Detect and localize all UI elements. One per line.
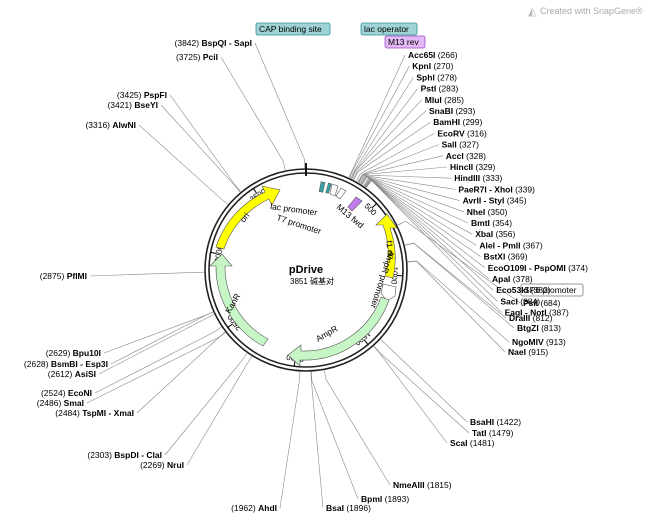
box-cap-binding-site: CAP binding site (259, 24, 322, 34)
enzyme-site: XbaI (356) (475, 229, 515, 239)
enzyme-site: (2612) AsiSI (48, 369, 96, 379)
enzyme-site: HincII (329) (450, 162, 496, 172)
enzyme-site: TatI (1479) (472, 428, 514, 438)
enzyme-site: DraIII (812) (509, 313, 553, 323)
enzyme-site: Eco53kI (382) (496, 285, 551, 295)
enzyme-site: (2303) BspDI - ClaI (87, 450, 162, 460)
enzyme-site: MluI (285) (425, 95, 464, 105)
enzyme-site: (2524) EcoNI (41, 388, 92, 398)
feature-ampr-promoter (380, 283, 397, 302)
tick-mark (210, 251, 217, 254)
enzyme-site: (2269) NruI (140, 460, 184, 470)
enzyme-site: (3421) BseYI (107, 100, 158, 110)
plasmid-size-unit: 碱基对 (310, 276, 334, 286)
plasmid-title: pDrive 3851 碱基对 (289, 264, 334, 286)
enzyme-site: (3725) PciI (176, 52, 218, 62)
enzyme-site: (2875) PflMI (40, 271, 87, 281)
tick-mark (371, 203, 377, 209)
enzyme-site: (2628) BsmBI - Esp3I (24, 359, 108, 369)
leader-lines (86, 42, 521, 509)
enzyme-site: AleI - PmlI (367) (479, 240, 542, 250)
enzyme-site: EagI - NotI (387) (505, 308, 569, 318)
feature-lac-operator-marker (325, 182, 332, 194)
feature-m13-fwd (347, 196, 363, 212)
enzyme-site: SacI (384) (500, 296, 540, 306)
feature-label-f1-ori: f1 ori (384, 240, 397, 260)
enzyme-site: NmeAIII (1815) (393, 480, 452, 490)
annotation-boxes: CAP binding site lac operator M13 rev SP… (255, 22, 584, 297)
box-m13-rev: M13 rev (388, 37, 419, 47)
enzyme-site: Acc65I (266) (408, 50, 458, 60)
features: ori f1 ori AmpR promoter AmpR KanR lac p… (209, 181, 398, 367)
box-lac-operator: lac operator (364, 24, 409, 34)
credit-text: Created with SnapGene® (540, 6, 643, 16)
enzyme-site: HindIII (333) (454, 173, 502, 183)
enzyme-site: BamHI (299) (433, 117, 482, 127)
snapgene-logo-icon: ◭ (528, 6, 537, 18)
enzyme-site: BpmI (1893) (361, 494, 409, 504)
tick-mark (363, 339, 369, 345)
enzyme-site: BmtI (354) (471, 218, 512, 228)
enzyme-site: (3316) AlwNI (85, 120, 136, 130)
plasmid-name: pDrive (289, 264, 323, 276)
enzyme-site: (2484) TspMI - XmaI (55, 408, 134, 418)
snapgene-credit: ◭ Created with SnapGene® (528, 6, 643, 18)
feature-cap-site-marker (318, 181, 326, 193)
enzyme-site: SalI (327) (442, 140, 479, 150)
enzyme-site: AccI (328) (446, 151, 486, 161)
enzyme-site: BsaI (1896) (326, 503, 371, 513)
box-sp6-promoter: SP6 promoter (524, 285, 577, 295)
enzyme-site: SnaBI (293) (429, 106, 475, 116)
tick-mark (253, 188, 258, 194)
feature-f1-ori (375, 213, 398, 279)
enzyme-site: (2629) Bpu10I (46, 348, 101, 358)
enzyme-site: (2486) SmaI (37, 398, 84, 408)
tick-mark (227, 323, 233, 328)
backbone (204, 163, 408, 372)
feature-kanr (209, 253, 269, 347)
tick-label: 1000 (389, 266, 399, 285)
enzyme-site: EcoO109I - PspOMI (374) (488, 263, 588, 273)
enzyme-site: NgoMIV (913) (512, 337, 566, 347)
feature-t7-promoter (335, 187, 347, 200)
feature-lac-promoter (329, 183, 339, 197)
enzyme-site: ScaI (1481) (450, 438, 495, 448)
enzyme-site: (3425) PspFI (117, 90, 167, 100)
enzyme-site: PstI (283) (421, 84, 459, 94)
enzyme-site: KpnI (270) (412, 61, 453, 71)
enzyme-site: NheI (350) (467, 207, 508, 217)
enzyme-site: NaeI (915) (508, 347, 548, 357)
enzyme-site: PaeR7I - XhoI (339) (458, 184, 535, 194)
enzyme-labels: Acc65I (266)KpnI (270)SphI (278) PstI (28… (24, 38, 588, 513)
enzyme-site: BsaHI (1422) (470, 417, 521, 427)
enzyme-site: PsiI (684) (523, 298, 560, 308)
enzyme-site: AvrII - StyI (345) (463, 196, 527, 206)
feature-ampr (287, 296, 390, 367)
enzyme-site: EcoRV (316) (437, 128, 487, 138)
enzyme-site: SphI (278) (416, 72, 457, 82)
enzyme-site: BstXI (369) (484, 252, 528, 262)
enzyme-site: ApaI (378) (492, 274, 533, 284)
feature-label-ampr: AmpR (314, 323, 339, 343)
enzyme-site: BtgZI (813) (517, 323, 561, 333)
plasmid-size: 3851 (290, 277, 308, 286)
enzyme-site: (1962) AhdI (231, 503, 277, 513)
enzyme-site: (3842) BspQI - SapI (175, 38, 252, 48)
feature-ori (215, 185, 281, 250)
